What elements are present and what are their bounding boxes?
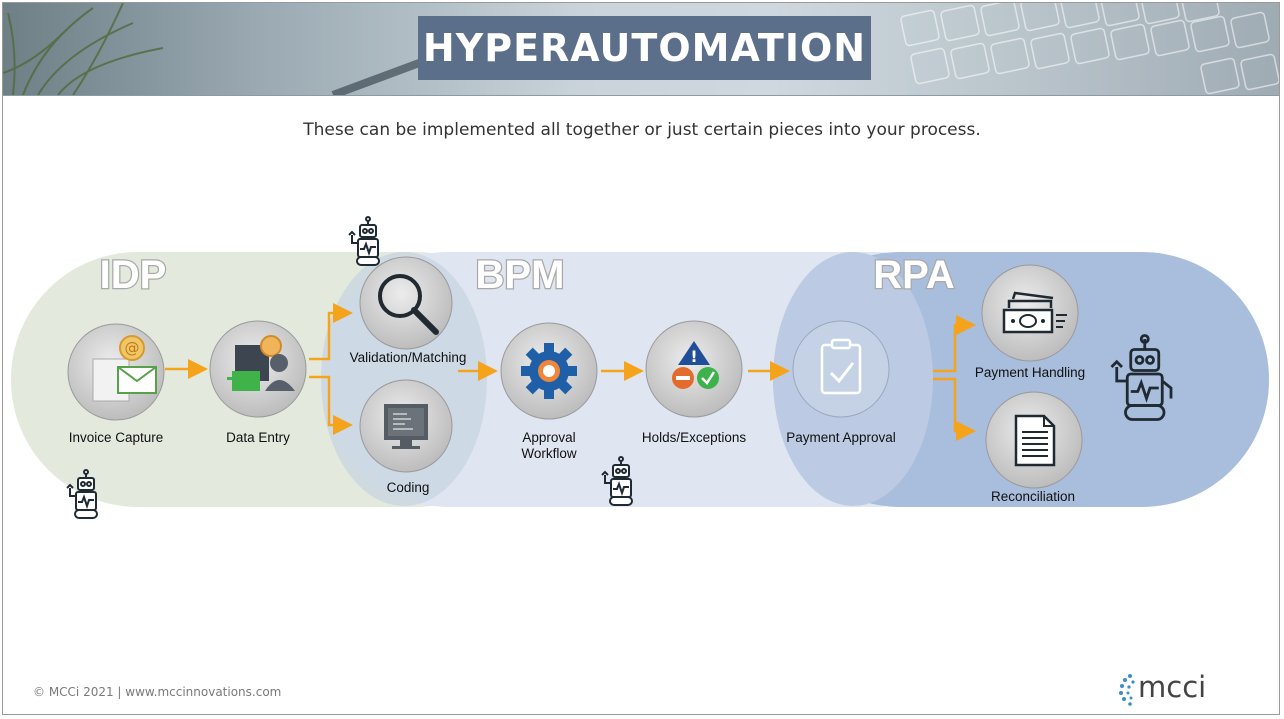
bpm-label: BPM [476, 253, 565, 297]
robot-icon [1110, 334, 1173, 421]
footer-copyright: © MCCi 2021 | www.mccinnovations.com [33, 685, 282, 699]
magnifier-icon [359, 256, 453, 350]
logo-text: mcci [1138, 670, 1207, 704]
arrow-to-payment-handling [933, 315, 976, 373]
approval-workflow-label-line2: Workflow [521, 446, 577, 461]
rpa-label: RPA [873, 253, 954, 297]
holds-exceptions-label: Holds/Exceptions [641, 430, 747, 445]
invoice-capture-icon: @ [67, 323, 165, 421]
payment-handling-label: Payment Handling [974, 365, 1086, 380]
payment-approval-label: Payment Approval [786, 430, 896, 445]
invoice-capture-label: Invoice Capture [68, 430, 164, 445]
validation-matching-label: Validation/Matching [349, 350, 467, 365]
logo-dots-icon [1119, 674, 1135, 706]
arrow-to-reconciliation [933, 377, 976, 441]
warning-icon: ! [645, 320, 743, 418]
money-icon [981, 264, 1079, 362]
page-title: HYPERAUTOMATION [422, 26, 867, 70]
hyperautomation-diagram: IDP BPM RPA @ [11, 216, 1269, 519]
document-icon [985, 391, 1083, 489]
coding-label: Coding [386, 480, 430, 495]
svg-text:@: @ [125, 339, 140, 357]
arrow-entry-to-coding [309, 375, 353, 435]
svg-text:!: ! [690, 347, 697, 366]
monitor-icon [359, 379, 453, 473]
reconciliation-label: Reconciliation [990, 489, 1076, 504]
robot-icon [348, 216, 380, 266]
gear-icon [500, 322, 598, 420]
robot-icon [66, 469, 98, 519]
title-box: HYPERAUTOMATION [418, 16, 871, 80]
clipboard-check-icon [792, 320, 890, 418]
arrow-entry-to-validation [309, 303, 353, 361]
data-entry-label: Data Entry [226, 430, 290, 445]
data-entry-icon [209, 320, 307, 418]
idp-label: IDP [100, 253, 167, 297]
approval-workflow-label-line1: Approval [522, 430, 576, 445]
mcci-logo: mcci [1116, 668, 1256, 708]
header-banner: HYPERAUTOMATION [3, 3, 1279, 96]
robot-icon [601, 456, 633, 506]
subtitle: These can be implemented all together or… [303, 120, 981, 140]
